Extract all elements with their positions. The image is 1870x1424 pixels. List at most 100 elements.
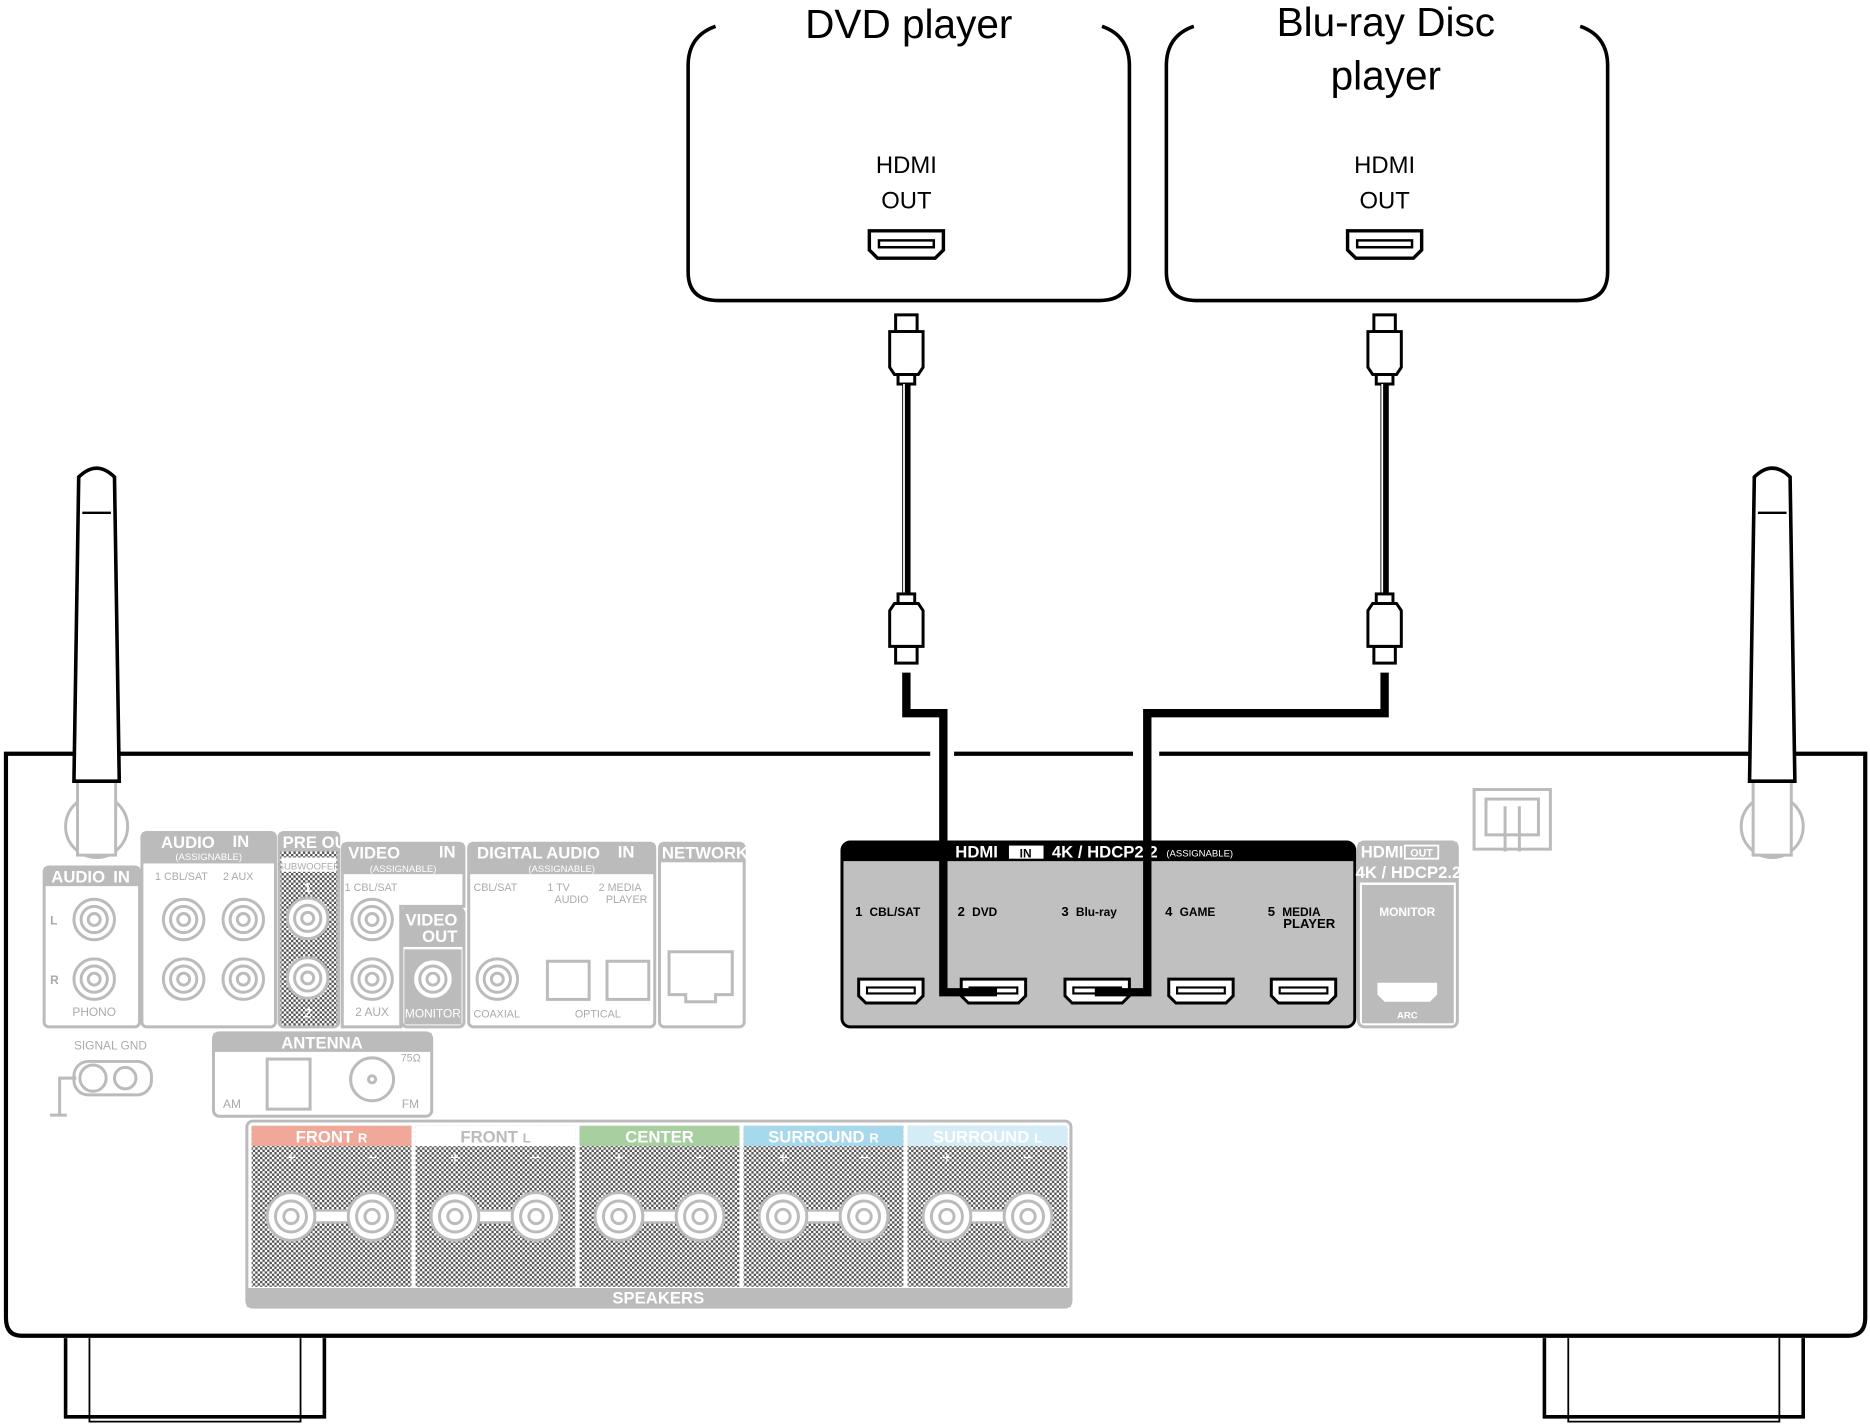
speaker-plus-terminal[interactable]: [593, 1191, 645, 1242]
svg-text:IN: IN: [1020, 846, 1032, 860]
hdmi-cable-dvd: [888, 313, 998, 997]
svg-text:OUT: OUT: [422, 927, 458, 946]
svg-text:IN: IN: [113, 868, 130, 887]
dvd-player: DVD player HDMI OUT: [686, 1, 1132, 303]
antenna-section: ANTENNA AM 75Ω FM: [211, 1031, 434, 1118]
aux-audio-r-jack[interactable]: [221, 957, 266, 1001]
phono-r-jack[interactable]: [72, 957, 116, 1001]
cbl-sat-audio-r-jack[interactable]: [161, 957, 206, 1001]
svg-text:4K / HDCP2.2: 4K / HDCP2.2: [1052, 842, 1158, 861]
speaker-plus-terminal[interactable]: [921, 1191, 973, 1242]
bluray-out-label: OUT: [1359, 188, 1410, 215]
subwoofer-2-jack[interactable]: [285, 956, 330, 1000]
bluray-player-title-line1: Blu-ray Disc: [1277, 0, 1495, 45]
hdmi-out-section: HDMI OUT 4K / HDCP2.2 MONITOR ARC: [1356, 840, 1462, 1029]
svg-text:PLAYER: PLAYER: [1283, 916, 1336, 931]
speaker-channel-label: CENTER: [625, 1128, 694, 1147]
fm-antenna-jack[interactable]: [349, 1056, 396, 1103]
svg-text:−: −: [859, 1148, 869, 1167]
bluray-player: Blu-ray Disc player HDMI OUT: [1164, 0, 1610, 303]
cbl-sat-audio-l-jack[interactable]: [161, 897, 206, 942]
svg-text:HDMI: HDMI: [955, 842, 998, 861]
hdmi-port-icon: [1167, 977, 1235, 1005]
video-cbl-sat-jack[interactable]: [350, 897, 394, 942]
svg-text:AUDIO: AUDIO: [555, 894, 589, 906]
speaker-plus-terminal[interactable]: [757, 1191, 809, 1242]
svg-text:PRE OUT: PRE OUT: [283, 833, 358, 852]
svg-text:1 CBL/SAT: 1 CBL/SAT: [345, 882, 398, 894]
svg-text:IN: IN: [439, 842, 456, 861]
speaker-minus-terminal[interactable]: [1002, 1191, 1054, 1242]
optical-1-jack[interactable]: [545, 959, 591, 1001]
svg-text:L: L: [50, 913, 57, 927]
monitor-video-out-jack[interactable]: [411, 957, 455, 1001]
ethernet-port[interactable]: [667, 950, 734, 1004]
svg-text:VIDEO: VIDEO: [348, 844, 400, 863]
video-aux-jack[interactable]: [350, 957, 394, 1001]
svg-text:IN: IN: [233, 832, 250, 851]
bluray-hdmi-out-port[interactable]: [1345, 229, 1424, 260]
svg-text:1 CBL/SAT: 1 CBL/SAT: [155, 871, 208, 883]
coaxial-jack[interactable]: [475, 957, 520, 1001]
aux-audio-l-jack[interactable]: [221, 897, 266, 942]
svg-text:−: −: [1023, 1148, 1033, 1167]
svg-text:AUDIO: AUDIO: [161, 833, 215, 852]
speaker-plus-terminal[interactable]: [265, 1191, 317, 1242]
svg-text:2: 2: [304, 1005, 311, 1020]
speaker-minus-terminal[interactable]: [510, 1191, 562, 1242]
svg-text:(ASSIGNABLE): (ASSIGNABLE): [1166, 848, 1233, 859]
svg-text:IN: IN: [618, 842, 635, 861]
dvd-hdmi-label: HDMI: [876, 152, 937, 179]
receiver-feet: [63, 1338, 1806, 1419]
subwoofer-1-jack[interactable]: [285, 896, 330, 941]
svg-text:2 AUX: 2 AUX: [355, 1005, 389, 1019]
dvd-hdmi-out-port[interactable]: [867, 229, 946, 260]
svg-text:OPTICAL: OPTICAL: [575, 1008, 621, 1020]
hdmi-out-monitor-port[interactable]: [1377, 982, 1438, 1002]
svg-text:PLAYER: PLAYER: [606, 894, 648, 906]
optical-2-jack[interactable]: [605, 959, 651, 1001]
speaker-minus-terminal[interactable]: [346, 1191, 398, 1242]
svg-text:(ASSIGNABLE): (ASSIGNABLE): [175, 852, 242, 863]
phono-l-jack[interactable]: [72, 897, 116, 942]
hdmi-port-icon: [1269, 977, 1338, 1005]
svg-text:4K / HDCP2.2: 4K / HDCP2.2: [1356, 863, 1462, 882]
svg-text:+: +: [450, 1148, 460, 1167]
svg-text:+: +: [286, 1148, 296, 1167]
svg-text:FM: FM: [402, 1097, 419, 1111]
svg-text:+: +: [614, 1148, 624, 1167]
svg-text:OUT: OUT: [1410, 847, 1433, 859]
svg-text:−: −: [367, 1148, 377, 1167]
speaker-plus-terminal[interactable]: [429, 1191, 481, 1242]
svg-text:SUBWOOFER: SUBWOOFER: [278, 861, 341, 872]
speaker-minus-terminal[interactable]: [838, 1191, 890, 1242]
hdmi-port-icon: [857, 977, 925, 1005]
network-section: NETWORK: [658, 841, 748, 1029]
wireless-antenna-right: [1739, 466, 1805, 859]
speaker-minus-terminal[interactable]: [674, 1191, 726, 1242]
svg-text:AUDIO: AUDIO: [51, 868, 105, 887]
am-antenna-terminal[interactable]: [265, 1057, 312, 1111]
